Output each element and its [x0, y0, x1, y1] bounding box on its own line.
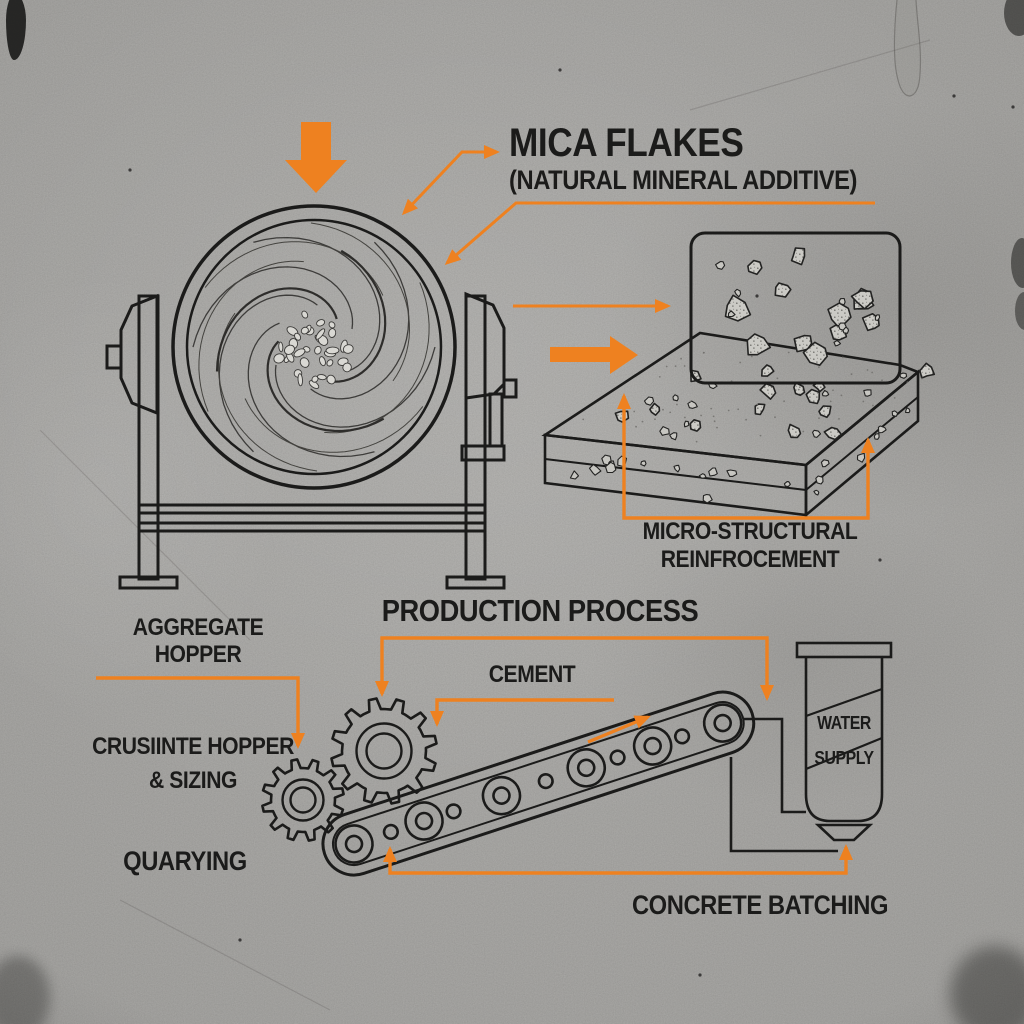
aggregate-line2: HOPPER: [154, 640, 242, 668]
water-supply-line2: SUPPLY: [814, 748, 874, 768]
water-supply-line1: WATER: [817, 713, 871, 733]
crushing-line1: CRUSIINTE HOPPER: [92, 733, 294, 760]
reinforcement-label: MICRO-STRUCTURAL REINFROCEMENT: [643, 518, 858, 573]
crushing-sizing-label: CRUSIINTE HOPPER & SIZING: [92, 730, 294, 798]
aggregate-hopper-label: AGGREGATE HOPPER: [132, 614, 264, 669]
cement-label: CEMENT: [488, 661, 576, 688]
section-title: PRODUCTION PROCESS: [381, 593, 699, 628]
aggregate-line1: AGGREGATE: [132, 614, 264, 641]
poster-subtitle: (NATURAL MINERAL ADDITIVE): [509, 165, 858, 195]
concrete-batching-label: CONCRETE BATCHING: [631, 890, 889, 920]
reinforcement-line2: REINFROCEMENT: [660, 545, 840, 573]
reinforcement-line1: MICRO-STRUCTURAL: [642, 518, 858, 545]
crushing-line2: & SIZING: [148, 767, 237, 795]
poster-title: MICA FLAKES: [509, 121, 744, 165]
quarrying-label: QUARYING: [123, 846, 247, 876]
